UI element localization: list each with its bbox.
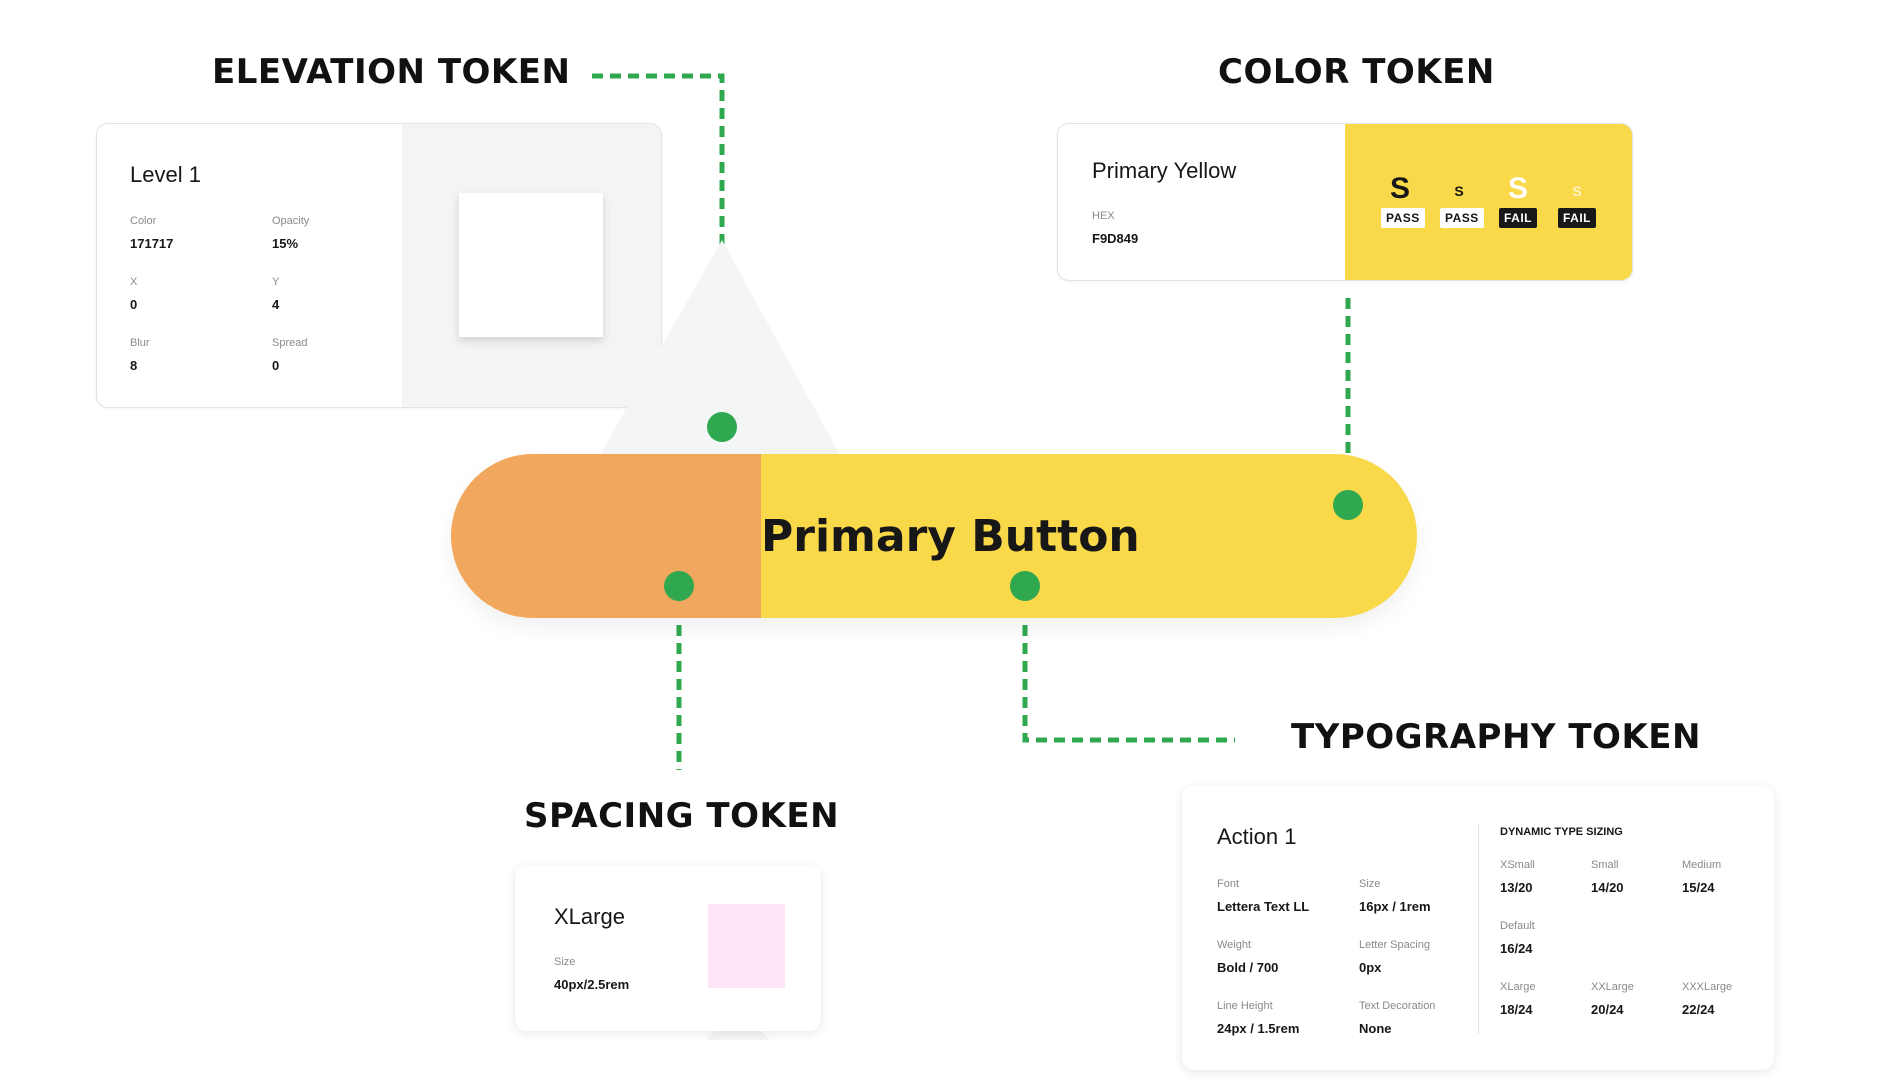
- field-value: 8: [130, 358, 138, 373]
- elevation-connector-dot: [707, 412, 737, 442]
- field-label: Y: [272, 276, 280, 288]
- dynamic-size-value: 20/24: [1591, 1002, 1624, 1017]
- contrast-sample-large-dark: S: [1389, 172, 1410, 205]
- dynamic-size-value: 22/24: [1682, 1002, 1715, 1017]
- contrast-result-badge: FAIL: [1558, 208, 1596, 228]
- field-value: 0: [130, 297, 138, 312]
- dynamic-size-value: 13/20: [1500, 880, 1533, 895]
- dynamic-size-value: 14/20: [1591, 880, 1624, 895]
- spacing-token-heading: SPACING TOKEN: [524, 796, 840, 836]
- dynamic-size-label: XXXLarge: [1682, 981, 1733, 993]
- spacing-title: XLarge: [554, 904, 625, 929]
- field-value: Bold / 700: [1217, 960, 1279, 975]
- field-value: 0px: [1359, 960, 1382, 975]
- contrast-sample-small-light: S: [1572, 183, 1582, 199]
- dynamic-size-label: XXLarge: [1591, 981, 1634, 993]
- typography-card: Action 1 Font Lettera Text LL Size 16px …: [1182, 786, 1774, 1070]
- size-label: Size: [554, 956, 576, 968]
- field-label: Color: [130, 215, 157, 227]
- field-label: Line Height: [1217, 1000, 1273, 1012]
- contrast-result-badge: FAIL: [1499, 208, 1537, 228]
- elevation-preview-box: [459, 193, 603, 337]
- elevation-level-title: Level 1: [130, 162, 201, 187]
- dynamic-size-label: XLarge: [1500, 981, 1536, 993]
- dynamic-size-value: 18/24: [1500, 1002, 1533, 1017]
- field-label: X: [130, 276, 138, 288]
- dynamic-size-label: Default: [1500, 920, 1535, 932]
- field-value: 24px / 1.5rem: [1217, 1021, 1300, 1036]
- field-value: Lettera Text LL: [1217, 899, 1310, 914]
- field-label: Blur: [130, 337, 150, 349]
- field-value: 4: [272, 297, 280, 312]
- elevation-token-heading: ELEVATION TOKEN: [212, 52, 571, 92]
- column-divider: [1478, 824, 1479, 1034]
- spacing-connector-dot: [664, 571, 694, 601]
- color-name: Primary Yellow: [1092, 158, 1237, 183]
- color-token-heading: COLOR TOKEN: [1218, 52, 1495, 92]
- field-label: Font: [1217, 878, 1240, 890]
- field-value: 15%: [272, 236, 299, 251]
- dynamic-size-label: Small: [1591, 859, 1619, 871]
- typography-connector: [1022, 589, 1235, 743]
- contrast-result-badge: PASS: [1440, 208, 1484, 228]
- contrast-sample-small-dark: S: [1454, 183, 1464, 199]
- dynamic-size-label: XSmall: [1500, 859, 1535, 871]
- typography-connector-dot: [1010, 571, 1040, 601]
- field-value: 171717: [130, 236, 174, 251]
- spacing-card: XLarge Size 40px/2.5rem: [515, 866, 821, 1031]
- primary-button[interactable]: Primary Button: [451, 454, 1417, 618]
- spacing-swatch: [708, 904, 785, 988]
- dynamic-size-value: 16/24: [1500, 941, 1533, 956]
- dynamic-size-label: Medium: [1682, 859, 1722, 871]
- size-value: 40px/2.5rem: [554, 977, 630, 992]
- hex-value: F9D849: [1092, 231, 1139, 246]
- button-padding-region: [451, 454, 761, 618]
- field-value: None: [1359, 1021, 1392, 1036]
- contrast-sample-large-light: S: [1507, 172, 1528, 205]
- elevation-preview-panel: [402, 124, 661, 407]
- color-swatch-panel: S PASS S PASS S FAIL S FAIL: [1345, 124, 1632, 280]
- field-label: Text Decoration: [1359, 1000, 1436, 1012]
- contrast-result-badge: PASS: [1381, 208, 1425, 228]
- field-value: 16px / 1rem: [1359, 899, 1431, 914]
- elevation-card: Level 1 Color 171717 Opacity 15% X 0 Y 4…: [96, 123, 662, 408]
- field-label: Opacity: [272, 215, 310, 227]
- field-label: Weight: [1217, 939, 1252, 951]
- primary-button-label: Primary Button: [761, 511, 1140, 562]
- dynamic-size-value: 15/24: [1682, 880, 1715, 895]
- hex-label: HEX: [1092, 210, 1115, 222]
- dynamic-type-title: DYNAMIC TYPE SIZING: [1500, 826, 1623, 838]
- color-card: Primary Yellow HEX F9D849 S PASS S PASS …: [1057, 123, 1633, 281]
- typography-title: Action 1: [1217, 824, 1297, 849]
- field-label: Letter Spacing: [1359, 939, 1430, 951]
- typography-token-heading: TYPOGRAPHY TOKEN: [1291, 717, 1701, 757]
- color-connector-dot: [1333, 490, 1363, 520]
- field-label: Size: [1359, 878, 1381, 890]
- field-label: Spread: [272, 337, 308, 349]
- field-value: 0: [272, 358, 280, 373]
